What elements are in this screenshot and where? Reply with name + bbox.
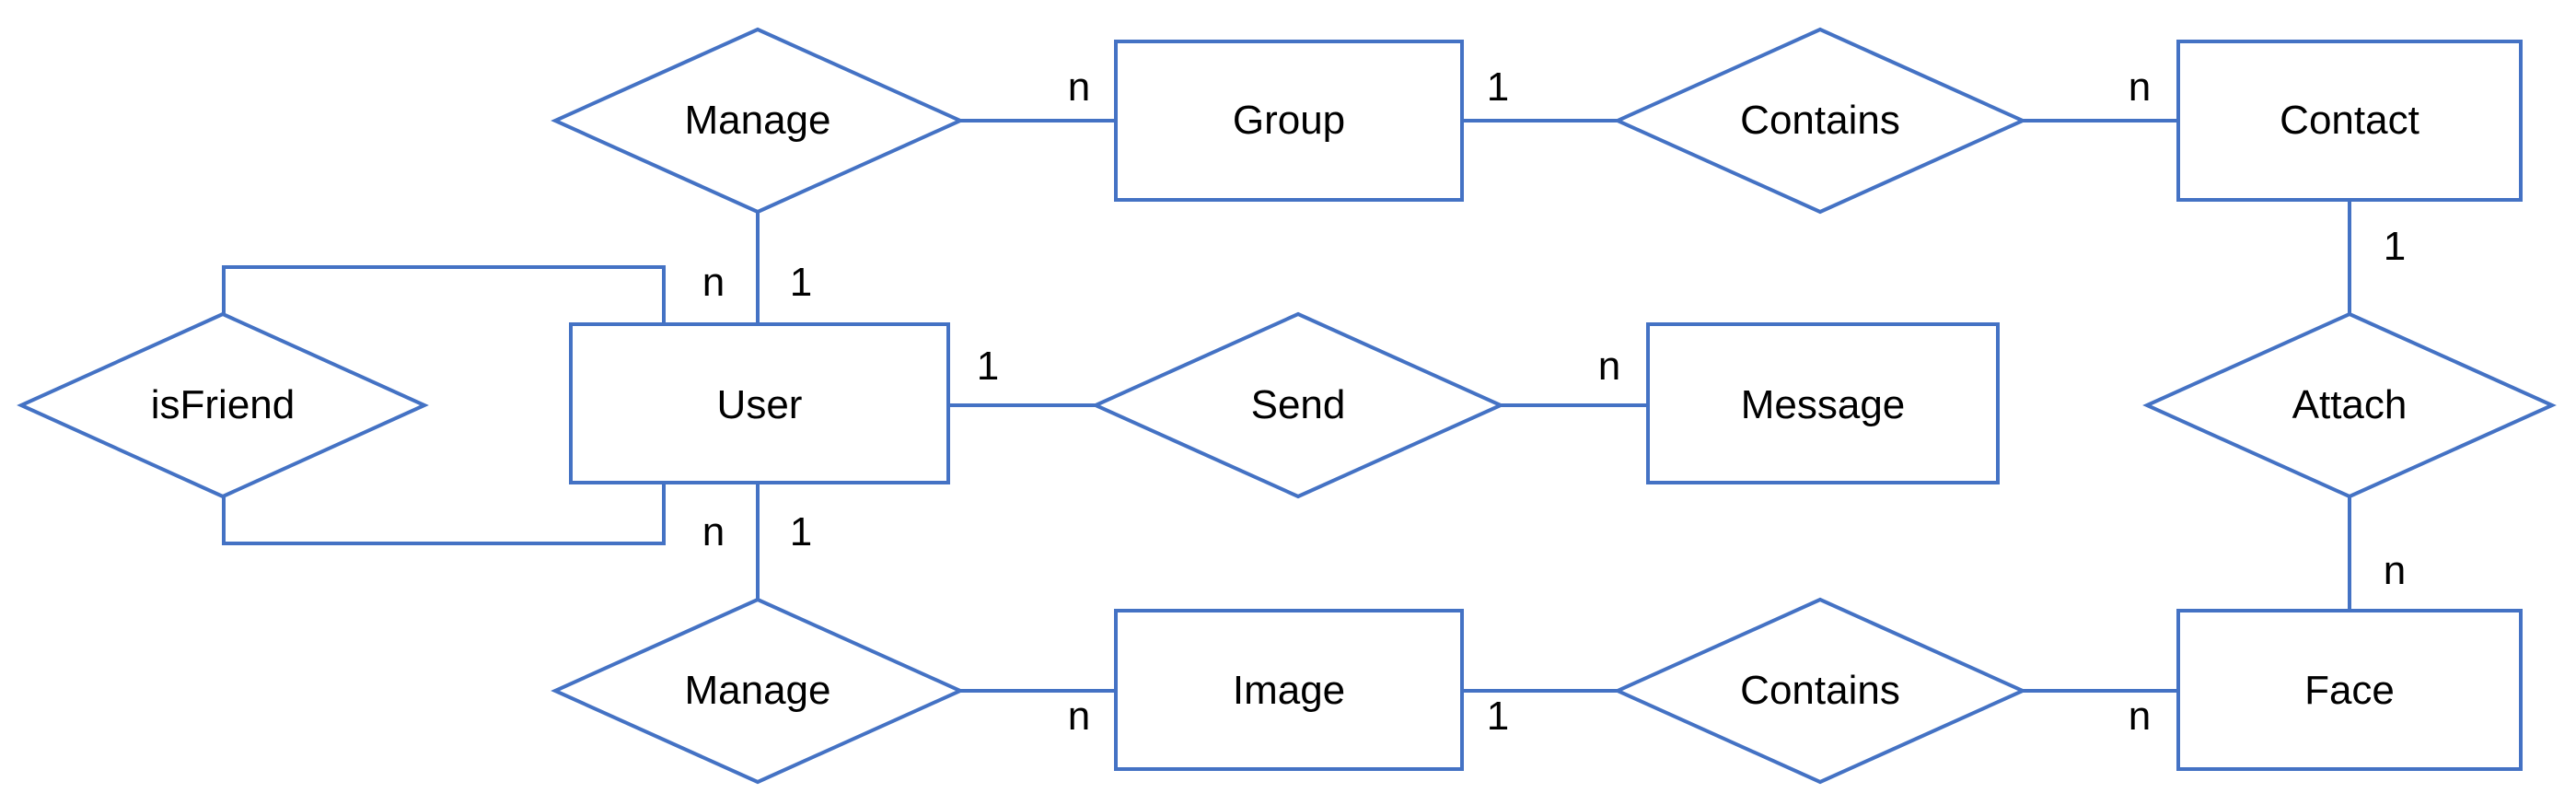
cardinality-group-contains-1: 1 bbox=[1486, 64, 1510, 110]
cardinality-manage-image-n: n bbox=[1067, 694, 1091, 739]
cardinality-isfriend-user-n-top: n bbox=[702, 260, 725, 305]
cardinality-contact-attach-1: 1 bbox=[2383, 224, 2407, 269]
relationship-diamond-isfriend[interactable] bbox=[17, 311, 429, 499]
cardinality-image-contains-1: 1 bbox=[1486, 694, 1510, 739]
relationship-diamond-contains-image[interactable] bbox=[1613, 597, 2027, 785]
entity-shapes bbox=[569, 40, 2523, 771]
entity-box-message[interactable] bbox=[1646, 322, 2000, 484]
entity-box-contact[interactable] bbox=[2176, 40, 2523, 202]
cardinality-user-send-1: 1 bbox=[976, 344, 1000, 389]
relationship-shapes bbox=[17, 27, 2557, 785]
cardinality-isfriend-user-n-bottom: n bbox=[702, 509, 725, 554]
connector-user-to-isfriend-top bbox=[222, 265, 666, 324]
entity-box-face[interactable] bbox=[2176, 609, 2523, 771]
cardinality-manage-user-1: 1 bbox=[789, 260, 813, 305]
cardinality-send-message-n: n bbox=[1597, 344, 1621, 389]
relationship-diamond-attach[interactable] bbox=[2142, 311, 2557, 499]
relationship-diamond-manage-image[interactable] bbox=[551, 597, 965, 785]
relationship-diamond-send[interactable] bbox=[1091, 311, 1505, 499]
cardinality-manage-image-1: 1 bbox=[789, 509, 813, 554]
cardinality-contains-face-n: n bbox=[2128, 694, 2152, 739]
entity-box-group[interactable] bbox=[1114, 40, 1464, 202]
entity-box-user[interactable] bbox=[569, 322, 950, 484]
connector-user-to-isfriend-bottom bbox=[222, 483, 666, 545]
cardinality-manage-group-n: n bbox=[1067, 64, 1091, 110]
cardinality-attach-face-n: n bbox=[2383, 548, 2407, 593]
cardinality-contains-contact-n: n bbox=[2128, 64, 2152, 110]
relationship-diamond-contains-group[interactable] bbox=[1613, 27, 2027, 215]
relationship-diamond-manage-group[interactable] bbox=[551, 27, 965, 215]
entity-box-image[interactable] bbox=[1114, 609, 1464, 771]
connector-lines bbox=[222, 119, 2351, 693]
